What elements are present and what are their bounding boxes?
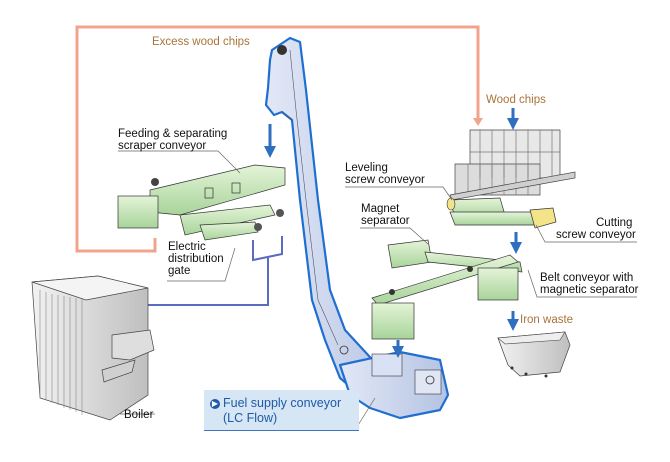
boiler xyxy=(31,275,155,421)
excess-return-arrowhead xyxy=(473,118,483,126)
fuel-supply-conveyor-callout[interactable]: ▶Fuel supply conveyor (LC Flow) xyxy=(204,390,359,431)
cutting-screw-conveyor xyxy=(449,207,557,229)
leader-cutting xyxy=(535,224,637,243)
label-cutting-line1: Cutting xyxy=(596,217,633,229)
distribution-feed-line xyxy=(141,236,283,325)
feeding-separating-scraper-conveyor xyxy=(117,164,286,241)
leader-belt xyxy=(527,269,637,298)
iron-waste-bin xyxy=(497,331,571,378)
belt-conveyor-magnetic-separator xyxy=(371,239,523,340)
label-feeding-line1: Feeding & separating xyxy=(118,128,228,140)
circle-arrow-right-icon: ▶ xyxy=(210,399,220,409)
label-leveling-line2: screw conveyor xyxy=(345,174,425,186)
label-wood-chips: Wood chips xyxy=(486,94,546,106)
label-magnet-line1: Magnet xyxy=(361,203,400,215)
label-electric-line2: distribution xyxy=(168,253,224,265)
excess-return-line xyxy=(75,25,480,253)
leader-feeding xyxy=(118,150,241,174)
fuel-callout-line2: (LC Flow) xyxy=(223,411,278,425)
leader-leveling xyxy=(345,186,453,201)
head-drive-icon xyxy=(277,45,287,55)
label-magnet-line2: separator xyxy=(361,215,410,227)
label-iron-waste: Iron waste xyxy=(520,314,574,326)
label-excess-wood-chips: Excess wood chips xyxy=(152,36,250,48)
label-electric-line1: Electric xyxy=(168,241,206,253)
label-leveling-line1: Leveling xyxy=(345,162,388,174)
label-boiler: Boiler xyxy=(124,409,154,421)
label-belt-line2: magnetic separator xyxy=(540,284,639,296)
leader-electric xyxy=(167,247,236,282)
leader-magnet xyxy=(360,227,429,245)
fuel-callout-line1: Fuel supply conveyor xyxy=(223,396,342,410)
label-electric-line3: gate xyxy=(168,265,191,277)
wood-chips-hopper xyxy=(449,129,576,201)
fuel-supply-conveyor xyxy=(264,36,450,420)
label-belt-line1: Belt conveyor with xyxy=(540,272,634,284)
label-cutting-line2: screw conveyor xyxy=(556,229,636,241)
label-feeding-line2: scraper conveyor xyxy=(118,140,207,152)
